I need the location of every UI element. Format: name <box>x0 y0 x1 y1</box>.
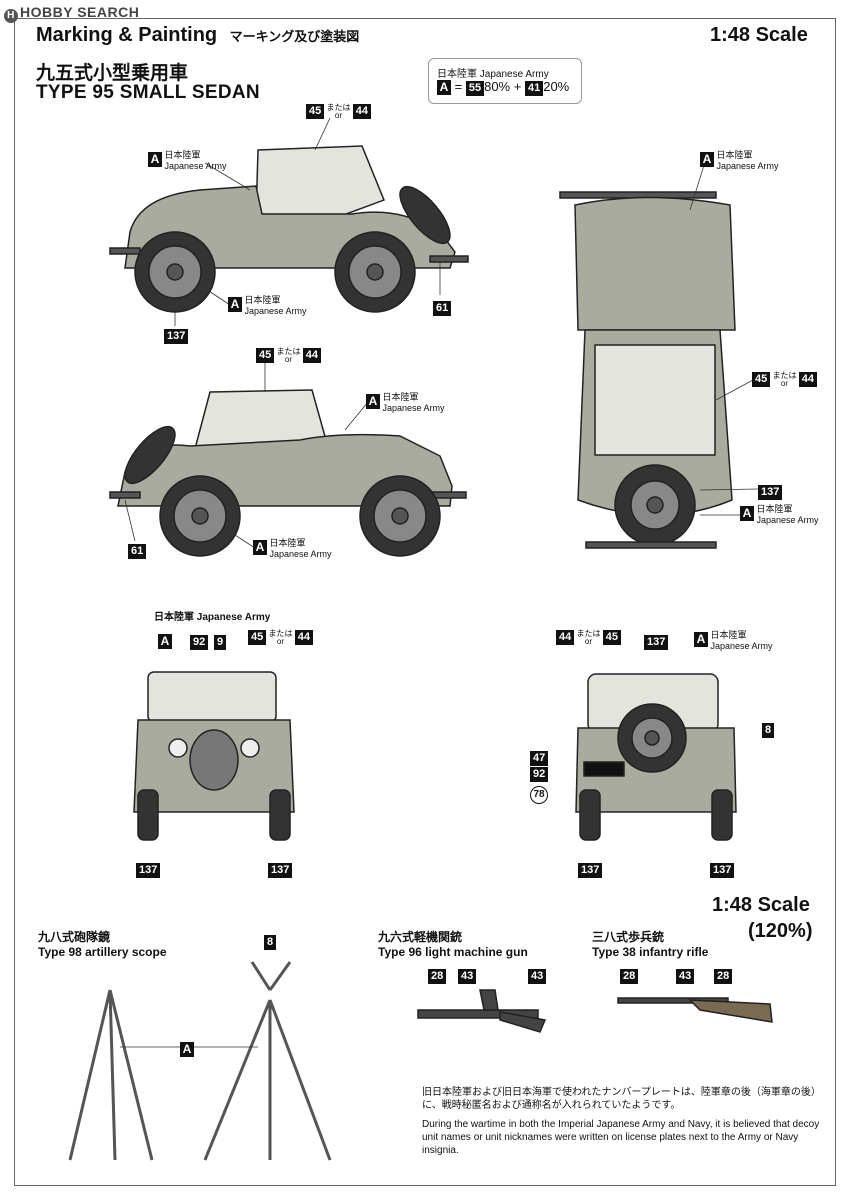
decal-137-3: 137 <box>136 860 161 878</box>
decal-61-2: 61 <box>128 541 147 559</box>
decal-8-rear: 8 <box>762 720 775 738</box>
decal-137-1: 137 <box>164 326 189 344</box>
decal-A-scope: A <box>180 1040 194 1058</box>
rear-view <box>575 673 737 841</box>
decal-137-6: 137 <box>710 860 735 878</box>
weapons-scale: 1:48 Scale <box>712 894 810 916</box>
license-plate-note: 旧日本陸軍および旧日本海軍で使われたナンバープレートは、陸軍章の後（海軍章の後）… <box>422 1086 822 1163</box>
decal-A-front: A <box>158 632 172 650</box>
rifle-label: 三八式歩兵銃 Type 38 infantry rifle <box>592 930 709 959</box>
decal-28-lmg: 28 <box>428 966 447 984</box>
scale-label: 1:48 Scale <box>710 24 808 46</box>
decal-78-rear: 78 <box>530 784 548 804</box>
decal-92-front: 92 <box>190 632 209 650</box>
front-view <box>133 671 295 841</box>
decal-61-1: 61 <box>433 298 452 316</box>
legend-color-2: 41 <box>524 81 544 96</box>
side-view-right <box>109 389 467 557</box>
decal-137-5: 137 <box>578 860 603 878</box>
decal-9-front: 9 <box>214 632 227 650</box>
vehicle-name-jp: 九五式小型乗用車 <box>36 63 189 84</box>
legend-title: 日本陸軍 Japanese Army <box>437 69 549 80</box>
side-view-left <box>109 145 469 313</box>
decal-92-rear: 92 <box>530 764 549 782</box>
decal-137-4: 137 <box>268 860 293 878</box>
scope-label: 九八式砲隊鏡 Type 98 artillery scope <box>38 930 167 959</box>
legend-color-1: 55 <box>465 81 485 96</box>
decal-8-scope: 8 <box>264 932 277 950</box>
decal-137-2: 137 <box>758 482 783 500</box>
decal-28-rifle-2: 28 <box>714 966 733 984</box>
decal-28-rifle-1: 28 <box>620 966 639 984</box>
page-title-jp: マーキング及び塗装図 <box>229 29 360 44</box>
note-jp: 旧日本陸軍および旧日本海軍で使われたナンバープレートは、陸軍章の後（海軍章の後）… <box>422 1087 821 1111</box>
decal-43-lmg-2: 43 <box>528 966 547 984</box>
page-title: Marking & Painting <box>36 24 218 46</box>
light-machine-gun <box>417 989 547 1033</box>
decal-43-lmg-1: 43 <box>458 966 477 984</box>
decal-43-rifle: 43 <box>676 966 695 984</box>
decal-47-rear: 47 <box>530 748 549 766</box>
artillery-scope <box>68 961 332 1161</box>
decal-137-rear: 137 <box>644 632 669 650</box>
front-army-label: 日本陸軍 Japanese Army <box>154 612 271 623</box>
top-view <box>559 191 736 549</box>
lmg-label: 九六式軽機関銃 Type 96 light machine gun <box>378 930 528 959</box>
hobby-search-logo-icon: H <box>4 9 18 23</box>
legend-letter: A <box>437 80 451 95</box>
vehicle-name-en: TYPE 95 SMALL SEDAN <box>36 82 260 103</box>
note-en: During the wartime in both the Imperial … <box>422 1119 820 1156</box>
page-frame <box>14 18 836 1186</box>
infantry-rifle <box>617 997 773 1023</box>
header: Marking & Painting マーキング及び塗装図 <box>36 24 359 47</box>
weapons-scale-pct: (120%) <box>748 920 813 942</box>
